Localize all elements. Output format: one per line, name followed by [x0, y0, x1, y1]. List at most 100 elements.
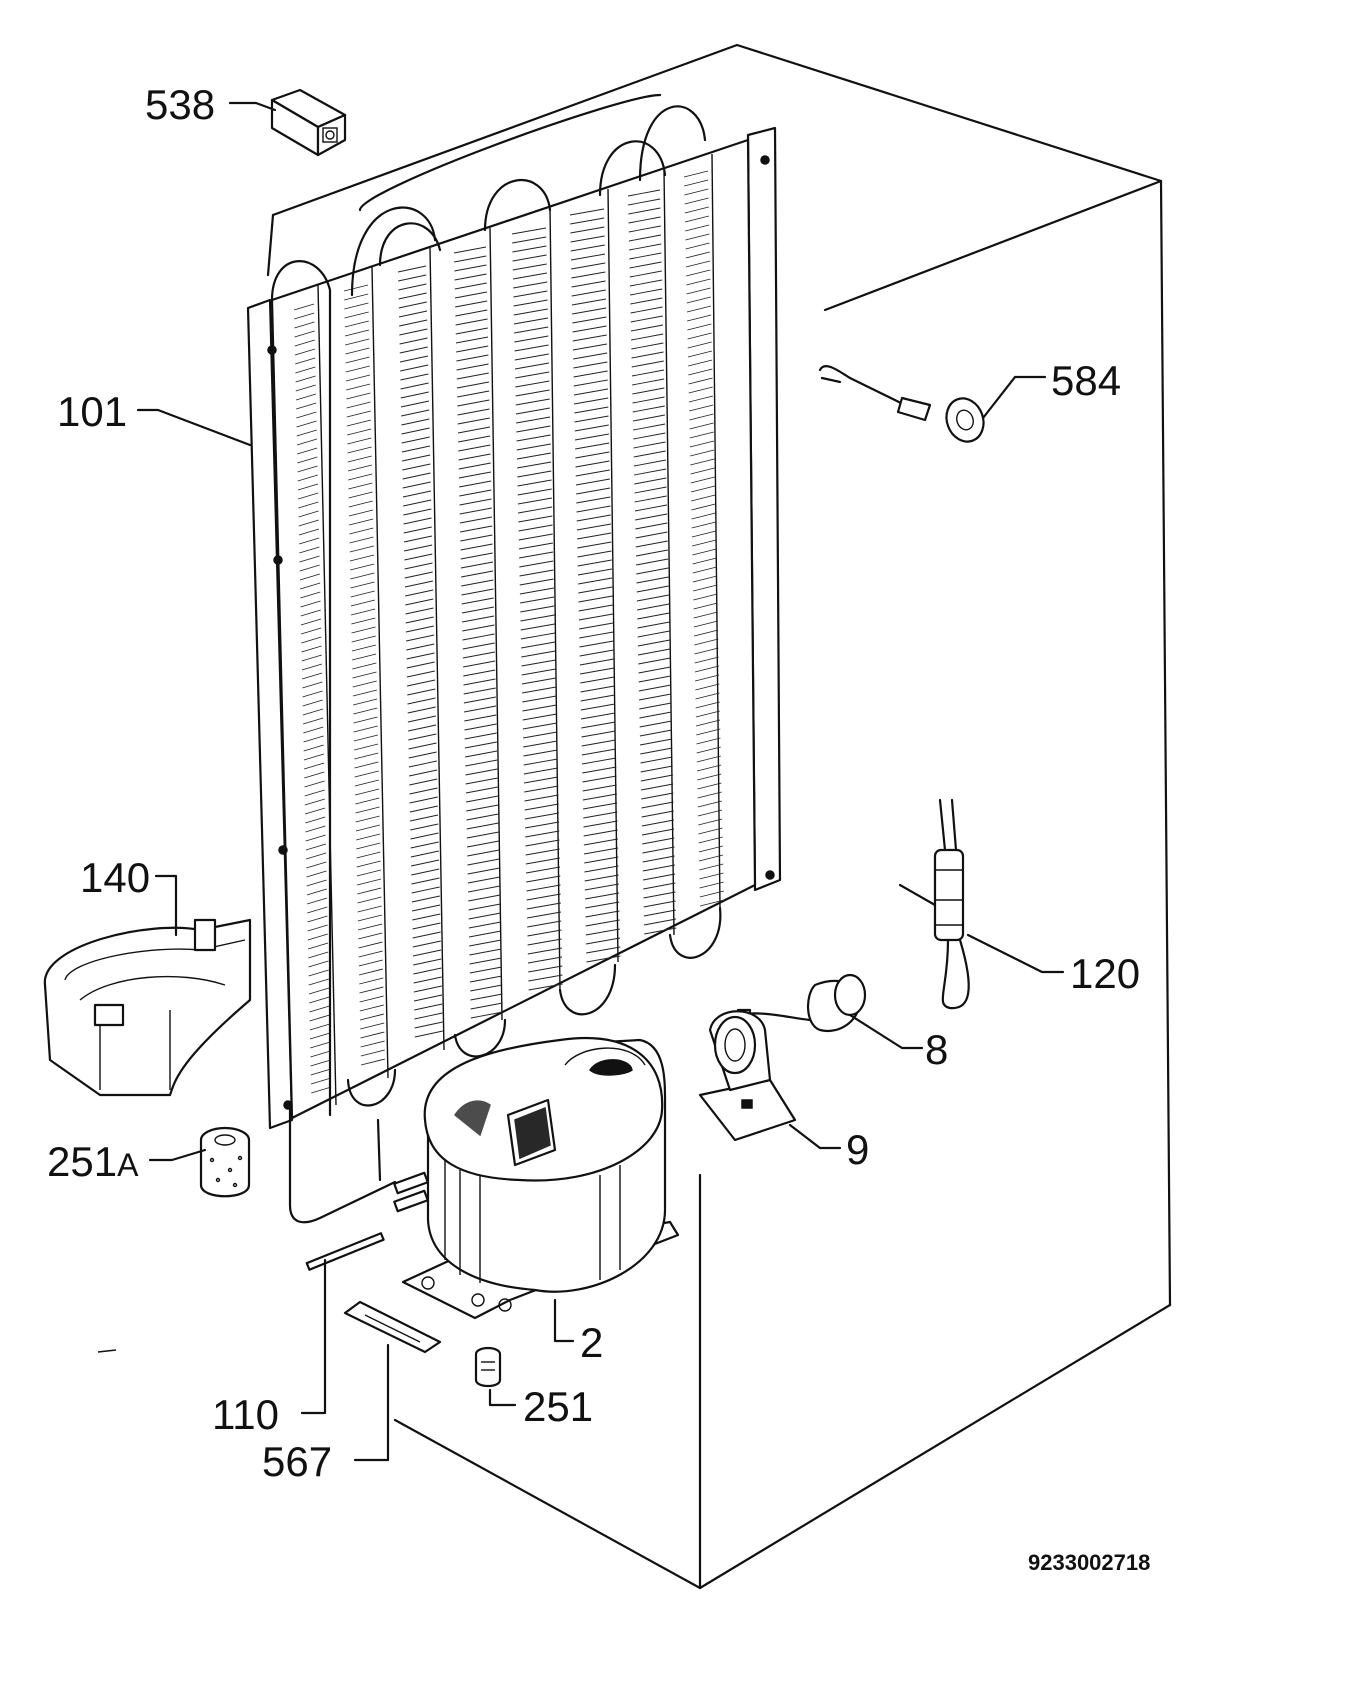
- fin-hatch-line: [454, 291, 488, 299]
- fin-hatch-line: [407, 706, 436, 714]
- fin-hatch-line: [516, 443, 551, 451]
- fin-hatch-line: [525, 830, 560, 838]
- callout-584: 584: [1051, 357, 1121, 404]
- fin-hatch-line: [573, 379, 608, 387]
- fin-hatch-line: [518, 542, 554, 550]
- fin-hatch-line: [583, 829, 618, 837]
- fin-hatch-line: [466, 831, 499, 839]
- fin-hatch-line: [518, 524, 553, 532]
- fin-hatch-line: [526, 902, 561, 910]
- fin-hatch-line: [576, 514, 611, 522]
- callout-120: 120: [1070, 950, 1140, 997]
- fin-hatch-line: [456, 345, 489, 353]
- fin-hatch-line: [694, 638, 719, 646]
- fin-hatch-line: [310, 1077, 332, 1085]
- fin-hatch-line: [344, 302, 369, 310]
- fin-hatch-line: [571, 298, 607, 306]
- fin-hatch-line: [351, 608, 376, 616]
- fin-hatch-line: [400, 364, 429, 372]
- fin-hatch-line: [518, 533, 553, 541]
- fin-hatch-line: [693, 593, 718, 601]
- fin-hatch-line: [697, 800, 722, 808]
- fin-hatch-line: [582, 793, 617, 801]
- fin-hatch-line: [695, 683, 720, 691]
- fin-hatch-line: [572, 343, 608, 351]
- fin-hatch-line: [687, 332, 712, 340]
- fin-hatch-line: [639, 693, 672, 701]
- fin-hatch-line: [464, 705, 497, 713]
- fin-hatch-line: [528, 983, 563, 991]
- fin-hatch-line: [684, 197, 709, 205]
- fin-hatch-line: [686, 296, 711, 304]
- fin-hatch-line: [580, 667, 615, 675]
- fin-hatch-line: [575, 478, 611, 486]
- fin-hatch-line: [465, 786, 498, 794]
- bolt-part-251: [474, 1346, 502, 1388]
- fin-hatch-line: [639, 702, 672, 710]
- fin-hatch-line: [301, 654, 322, 662]
- fin-hatch-line: [358, 941, 383, 949]
- fin-hatch-line: [303, 744, 324, 752]
- fin-hatch-line: [458, 462, 491, 470]
- fin-hatch-line: [640, 765, 673, 773]
- fin-hatch-line: [687, 314, 712, 322]
- fin-hatch-line: [519, 560, 554, 568]
- fin-hatch-line: [344, 311, 369, 319]
- fin-hatch-line: [353, 725, 378, 733]
- fin-hatch-line: [524, 821, 560, 829]
- fin-hatch-line: [574, 433, 610, 441]
- fin-hatch-line: [694, 665, 719, 673]
- fin-hatch-line: [640, 747, 673, 755]
- fin-hatch-line: [470, 993, 503, 1001]
- fin-hatch-line: [296, 402, 317, 410]
- fin-hatch-line: [688, 359, 713, 367]
- fin-hatch-line: [300, 591, 321, 599]
- fin-hatch-line: [579, 622, 614, 630]
- fin-hatch-line: [521, 677, 556, 685]
- fin-hatch-line: [628, 225, 661, 233]
- fin-hatch-line: [305, 816, 326, 824]
- fin-hatch-line: [570, 226, 605, 234]
- callout-251a-number: 251: [47, 1138, 117, 1185]
- fin-hatch-line: [407, 679, 436, 687]
- fin-hatch-line: [514, 326, 549, 334]
- fin-hatch-line: [465, 795, 499, 803]
- fin-hatch-line: [352, 689, 378, 697]
- fin-hatch-line: [640, 774, 673, 782]
- fin-hatch-line: [353, 707, 378, 715]
- fin-hatch-line: [642, 846, 675, 854]
- fin-hatch-line: [294, 348, 316, 356]
- fin-hatch-line: [455, 318, 488, 326]
- fin-hatch-line: [462, 615, 495, 623]
- fin-hatch-line: [639, 738, 673, 746]
- fin-hatch-line: [640, 756, 673, 764]
- fin-hatch-line: [516, 452, 552, 460]
- fin-hatch-line: [457, 417, 490, 425]
- fin-hatch-line: [643, 909, 676, 917]
- fin-hatch-line: [300, 582, 321, 590]
- fin-hatch-line: [629, 261, 662, 269]
- fin-hatch-line: [584, 883, 619, 891]
- fin-hatch-line: [513, 317, 549, 325]
- fin-hatch-line: [345, 347, 370, 355]
- fin-hatch-line: [470, 1011, 503, 1019]
- fin-hatch-line: [411, 868, 440, 876]
- fin-hatch-line: [634, 495, 667, 503]
- fin-hatch-line: [309, 1005, 330, 1013]
- fin-hatch-line: [351, 644, 377, 652]
- fin-hatch-line: [345, 338, 370, 346]
- fin-hatch-line: [688, 386, 713, 394]
- fin-hatch-line: [309, 1032, 331, 1040]
- fin-hatch-line: [399, 337, 428, 345]
- fin-hatch-line: [360, 1031, 385, 1039]
- fin-hatch-line: [632, 396, 665, 404]
- fin-hatch-line: [346, 401, 371, 409]
- fin-hatch-line: [398, 301, 427, 309]
- fin-hatch-line: [637, 621, 670, 629]
- fin-hatch-line: [580, 694, 615, 702]
- fin-hatch-line: [298, 492, 319, 500]
- fin-hatch-line: [584, 856, 619, 864]
- fin-hatch-line: [698, 836, 723, 844]
- fin-hatch-line: [462, 642, 495, 650]
- fin-hatch-line: [638, 657, 671, 665]
